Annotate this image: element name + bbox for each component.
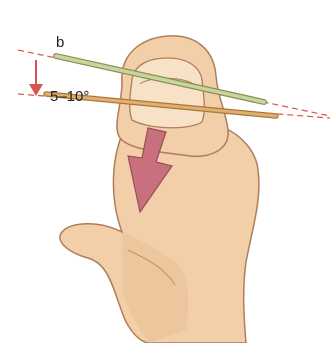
angle-label: 5–10° [50, 88, 89, 105]
small-down-arrow-icon [29, 84, 43, 96]
pin-label-b: b [56, 34, 64, 51]
fingernail [130, 58, 205, 128]
